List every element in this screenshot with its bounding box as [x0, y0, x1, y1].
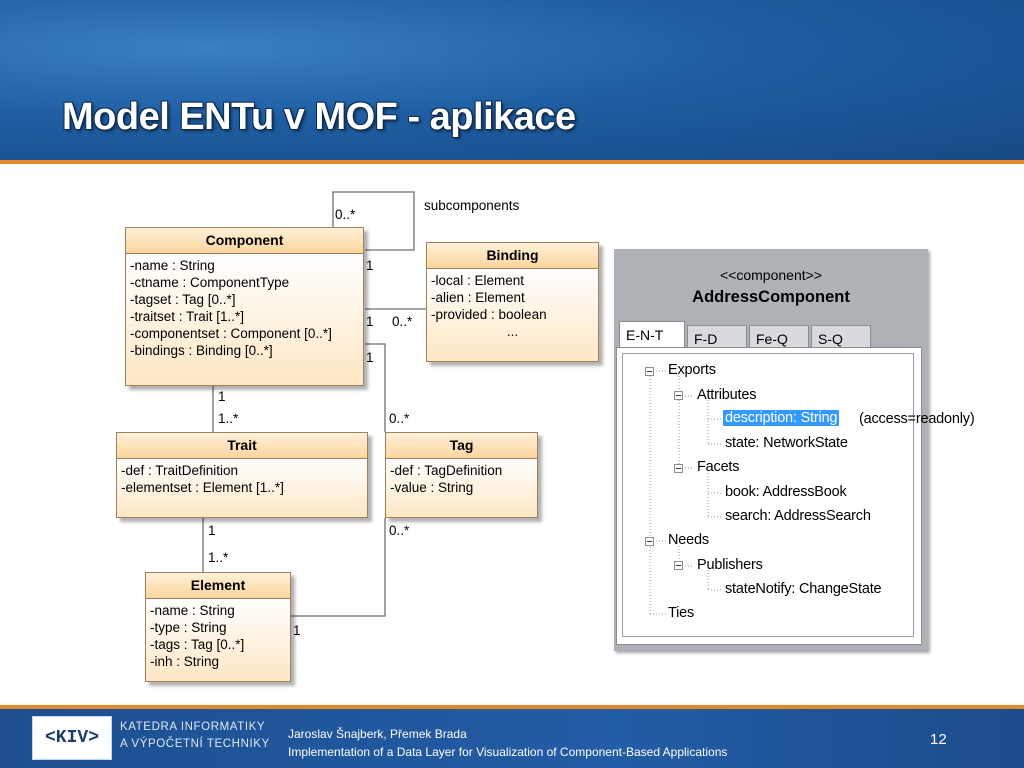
multiplicity-label: 1	[293, 623, 301, 638]
footer-divider	[0, 705, 1024, 709]
department-line: A VÝPOČETNÍ TECHNIKY	[120, 738, 270, 750]
attribute: -tagset : Tag [0..*]	[130, 292, 236, 307]
uml-class-component: Component -name : String -ctname : Compo…	[125, 227, 364, 386]
presentation-subtitle: Implementation of a Data Layer for Visua…	[288, 745, 728, 759]
uml-class-trait: Trait -def : TraitDefinition -elementset…	[116, 432, 368, 518]
attribute: -bindings : Binding [0..*]	[130, 343, 273, 358]
collapse-toggle-icon[interactable]	[645, 367, 654, 376]
slide-header	[0, 0, 1024, 160]
class-name: Trait	[117, 433, 367, 459]
attribute: -inh : String	[150, 654, 220, 669]
uml-class-tag: Tag -def : TagDefinition -value : String	[385, 432, 538, 518]
multiplicity-label: 1	[366, 350, 374, 365]
collapse-toggle-icon[interactable]	[645, 537, 654, 546]
attribute: -value : String	[390, 480, 474, 495]
class-name: Element	[146, 573, 290, 599]
collapse-toggle-icon[interactable]	[674, 464, 683, 473]
multiplicity-label: 0..*	[335, 207, 356, 222]
attribute: -local : Element	[431, 273, 525, 288]
label-subcomponents: subcomponents	[424, 198, 520, 213]
tree-node-exports[interactable]: Exports	[668, 362, 716, 378]
slide-footer	[0, 709, 1024, 768]
tree-node-search[interactable]: search: AddressSearch	[725, 508, 871, 524]
tree-node-description[interactable]: description: String	[723, 410, 840, 426]
multiplicity-label: 0..*	[392, 314, 413, 329]
tag-element-line	[291, 518, 386, 617]
multiplicity-label: 1	[208, 523, 216, 538]
kiv-logo: <KIV>	[32, 716, 112, 760]
tree-node-attributes[interactable]: Attributes	[697, 387, 757, 403]
tree-node-state[interactable]: state: NetworkState	[725, 435, 848, 451]
multiplicity-label: 1..*	[218, 411, 239, 426]
department-line: KATEDRA INFORMATIKY	[120, 721, 266, 733]
tree-view[interactable]	[622, 353, 914, 637]
class-attributes: -name : String -ctname : ComponentType -…	[126, 254, 363, 385]
multiplicity-label: 1..*	[208, 550, 229, 565]
class-name: Tag	[386, 433, 537, 459]
department-name: KATEDRA INFORMATIKY A VÝPOČETNÍ TECHNIKY	[120, 719, 270, 753]
multiplicity-label: 0..*	[389, 411, 410, 426]
tree-node-publishers[interactable]: Publishers	[697, 557, 763, 573]
attribute: -name : String	[150, 603, 235, 618]
class-attributes: -def : TagDefinition -value : String	[386, 459, 537, 517]
attribute: -tags : Tag [0..*]	[150, 637, 245, 652]
tree-node-ties[interactable]: Ties	[668, 605, 695, 621]
class-name: Binding	[427, 243, 598, 269]
collapse-toggle-icon[interactable]	[674, 561, 683, 570]
tree-node-description-note: (access=readonly)	[859, 411, 975, 427]
header-divider	[0, 160, 1024, 164]
class-name: Component	[126, 228, 363, 254]
attribute: -def : TagDefinition	[390, 463, 503, 478]
uml-class-element: Element -name : String -type : String -t…	[145, 572, 291, 682]
multiplicity-label: 1	[218, 389, 226, 404]
class-attributes: -def : TraitDefinition -elementset : Ele…	[117, 459, 367, 517]
attribute: -traitset : Trait [1..*]	[130, 309, 245, 324]
slide-title: Model ENTu v MOF - aplikace	[62, 96, 576, 138]
component-name: AddressComponent	[692, 288, 850, 306]
tree-node-book[interactable]: book: AddressBook	[725, 484, 847, 500]
multiplicity-label: 0..*	[389, 523, 410, 538]
uml-class-binding: Binding -local : Element -alien : Elemen…	[426, 242, 599, 362]
attribute-ellipsis: ...	[506, 324, 519, 339]
class-attributes: -local : Element -alien : Element -provi…	[427, 269, 598, 361]
attribute: -alien : Element	[431, 290, 525, 305]
component-stereotype: <<component>>	[720, 267, 822, 283]
tree-node-statenotify[interactable]: stateNotify: ChangeState	[725, 581, 882, 597]
attribute: -elementset : Element [1..*]	[121, 480, 284, 495]
tree-node-needs[interactable]: Needs	[668, 532, 709, 548]
collapse-toggle-icon[interactable]	[674, 391, 683, 400]
component-tag-line	[365, 343, 386, 432]
multiplicity-label: 1	[366, 258, 374, 273]
attribute: -type : String	[150, 620, 227, 635]
footer-credits: Jaroslav Šnajberk, Přemek Brada Implemen…	[288, 725, 727, 761]
class-attributes: -name : String -type : String -tags : Ta…	[146, 599, 290, 681]
tree-node-facets[interactable]: Facets	[697, 459, 740, 475]
multiplicity-label: 1	[366, 314, 374, 329]
self-association-line	[332, 191, 415, 251]
attribute: -def : TraitDefinition	[121, 463, 239, 478]
attribute: -componentset : Component [0..*]	[130, 326, 332, 341]
authors: Jaroslav Šnajberk, Přemek Brada	[288, 727, 467, 741]
attribute: -ctname : ComponentType	[130, 275, 290, 290]
attribute: -provided : boolean	[431, 307, 547, 322]
attribute: -name : String	[130, 258, 215, 273]
page-number: 12	[930, 731, 947, 748]
